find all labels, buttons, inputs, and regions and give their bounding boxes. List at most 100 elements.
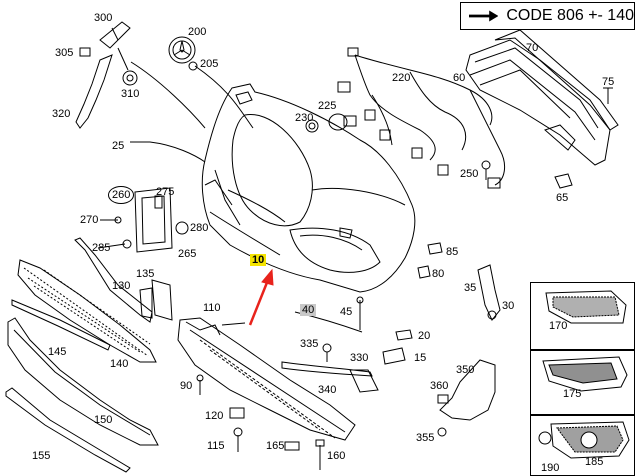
part-355-screw: [437, 427, 447, 437]
part-310-nut: [122, 70, 138, 86]
code-806-note: CODE 806 +- 140: [460, 2, 635, 30]
part-135-bracket: [139, 279, 173, 321]
label-65: 65: [556, 192, 569, 204]
label-60: 60: [453, 72, 466, 84]
label-335: 335: [300, 338, 319, 350]
part-140-grille: [17, 259, 157, 363]
part-350-bracket: [439, 359, 496, 421]
part-300-bracket: [75, 21, 131, 129]
label-15: 15: [414, 352, 427, 364]
part-285-screw: [97, 239, 132, 249]
label-160: 160: [327, 450, 346, 462]
label-130: 130: [112, 280, 131, 292]
part-65-clip: [554, 173, 573, 189]
part-160-bolt: [315, 439, 325, 470]
part-280-nut: [175, 221, 189, 235]
label-230: 230: [295, 112, 314, 124]
part-220-harness: [337, 47, 506, 189]
part-45-clip: [356, 296, 364, 330]
label-250: 250: [460, 168, 479, 180]
label-25: 25: [112, 140, 125, 152]
part-170-grille-insert: [545, 290, 627, 324]
label-10-highlighted: 10: [250, 254, 267, 266]
part-185-fog-insert: [538, 421, 630, 459]
part-10-bumper-cover: [201, 83, 416, 293]
label-185: 185: [585, 456, 604, 468]
part-340-cover: [349, 369, 379, 393]
label-70: 70: [526, 42, 539, 54]
part-80-clip: [417, 265, 431, 279]
part-155-strip: [5, 387, 131, 473]
label-320: 320: [52, 108, 71, 120]
label-190: 190: [541, 462, 560, 474]
part-200-emblem: [168, 36, 196, 64]
label-75: 75: [602, 76, 615, 88]
label-30: 30: [502, 300, 515, 312]
part-225-sensor: [328, 113, 357, 131]
callout-170: [530, 282, 635, 350]
label-260: 260: [108, 186, 135, 204]
part-130-bracket: [74, 237, 153, 323]
label-280: 280: [190, 222, 209, 234]
part-70-strip: [494, 29, 619, 131]
label-80: 80: [432, 268, 445, 280]
part-145-strip: [11, 299, 111, 351]
part-115-screw: [233, 427, 243, 452]
part-205-clip: [188, 61, 198, 71]
part-165-clip: [284, 441, 300, 451]
label-140: 140: [110, 358, 129, 370]
label-265: 265: [178, 248, 197, 260]
part-20-cover: [395, 329, 413, 341]
part-330-strip: [281, 361, 373, 377]
label-275: 275: [156, 186, 175, 198]
label-360: 360: [430, 380, 449, 392]
part-60-beam: [465, 39, 611, 166]
label-175: 175: [563, 388, 582, 400]
part-335-screw: [322, 343, 332, 362]
part-175-fog-insert: [542, 356, 628, 392]
label-165: 165: [266, 440, 285, 452]
label-220: 220: [392, 72, 411, 84]
label-45: 45: [340, 306, 353, 318]
code-text: CODE 806 +- 140: [506, 7, 634, 24]
callout-185: [530, 415, 635, 476]
label-310: 310: [121, 88, 140, 100]
arrow-right-icon: [469, 10, 499, 22]
label-90: 90: [180, 380, 193, 392]
part-230-ring: [305, 119, 319, 133]
part-120-clip: [229, 407, 245, 419]
label-225: 225: [318, 100, 337, 112]
label-305: 305: [55, 47, 74, 59]
part-85-clip: [427, 242, 443, 255]
part-110-underbody: [177, 317, 356, 441]
label-155: 155: [32, 450, 51, 462]
label-20: 20: [418, 330, 431, 342]
label-40: 40: [300, 304, 317, 316]
part-30-bracket: [477, 264, 501, 321]
label-135: 135: [136, 268, 155, 280]
part-90-screw: [196, 374, 204, 395]
part-250-bolt: [481, 160, 491, 180]
label-150: 150: [94, 414, 113, 426]
label-330: 330: [350, 352, 369, 364]
label-170: 170: [549, 320, 568, 332]
pointer-arrow: [248, 268, 274, 326]
part-270-screw: [100, 216, 122, 224]
part-150-spoiler: [7, 317, 159, 446]
label-205: 205: [200, 58, 219, 70]
label-120: 120: [205, 410, 224, 422]
part-360-clip: [437, 394, 449, 404]
part-265-plate: [134, 187, 173, 253]
label-270: 270: [80, 214, 99, 226]
label-145: 145: [48, 346, 67, 358]
part-305-clip: [79, 47, 91, 57]
label-200: 200: [188, 26, 207, 38]
label-355: 355: [416, 432, 435, 444]
callout-175: [530, 350, 635, 415]
label-285: 285: [92, 242, 111, 254]
label-115: 115: [207, 440, 225, 452]
label-340: 340: [318, 384, 337, 396]
part-75-screw: [603, 87, 613, 104]
